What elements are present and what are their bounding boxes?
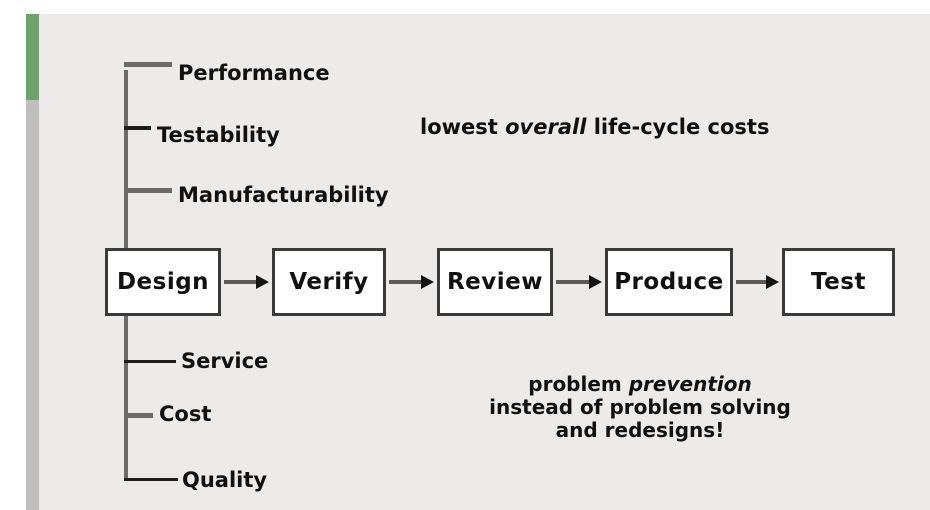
- arrow-verify-to-review: [389, 275, 434, 289]
- arrow-shaft: [736, 280, 767, 284]
- branch-stub-service: [124, 360, 176, 363]
- arrow-review-to-produce: [556, 275, 602, 289]
- annotation-bottom-line1: problem prevention: [440, 373, 840, 396]
- branch-stub-cost: [124, 413, 153, 418]
- branch-label-cost: Cost: [159, 402, 212, 426]
- process-box-label: Design: [116, 269, 210, 295]
- branch-label-service: Service: [181, 349, 269, 373]
- branch-stub-testability: [124, 126, 151, 130]
- annotation-bottom-line1-lead: problem: [528, 372, 629, 396]
- branch-stub-manufacturability: [124, 188, 172, 193]
- process-box-verify: Verify: [272, 248, 386, 316]
- annotation-bottom-line2: instead of problem solving: [489, 395, 791, 419]
- process-box-design: Design: [105, 248, 221, 316]
- arrow-head-icon: [589, 275, 602, 289]
- process-box-label: Review: [446, 269, 544, 295]
- branch-label-testability: Testability: [157, 123, 280, 147]
- process-box-label: Produce: [614, 269, 724, 295]
- annotation-top-tail: life-cycle costs: [586, 115, 770, 139]
- vertical-scrollbar-thumb[interactable]: [26, 14, 39, 100]
- arrow-design-to-verify: [224, 275, 269, 289]
- annotation-bottom: problem prevention instead of problem so…: [440, 373, 840, 442]
- process-box-produce: Produce: [605, 248, 733, 316]
- annotation-top-emphasis: overall: [505, 115, 587, 139]
- arrow-head-icon: [421, 275, 434, 289]
- process-box-review: Review: [437, 248, 553, 316]
- branch-label-manufacturability: Manufacturability: [178, 183, 389, 207]
- annotation-top: lowest overall life-cycle costs: [420, 115, 769, 139]
- process-box-test: Test: [782, 248, 895, 316]
- arrow-produce-to-test: [736, 275, 779, 289]
- process-box-label: Verify: [289, 269, 369, 295]
- annotation-top-lead: lowest: [420, 115, 506, 139]
- vertical-scrollbar-track[interactable]: [26, 14, 39, 510]
- arrow-shaft: [389, 280, 422, 284]
- arrow-shaft: [224, 280, 257, 284]
- branch-stub-performance: [124, 62, 172, 67]
- arrow-head-icon: [256, 275, 269, 289]
- branch-stub-quality: [124, 478, 178, 481]
- annotation-bottom-emphasis: prevention: [628, 372, 752, 396]
- process-box-label: Test: [811, 269, 866, 295]
- arrow-head-icon: [766, 275, 779, 289]
- branch-label-quality: Quality: [182, 468, 268, 492]
- annotation-bottom-line3: and redesigns!: [555, 418, 725, 442]
- arrow-shaft: [556, 280, 590, 284]
- branch-label-performance: Performance: [178, 61, 330, 85]
